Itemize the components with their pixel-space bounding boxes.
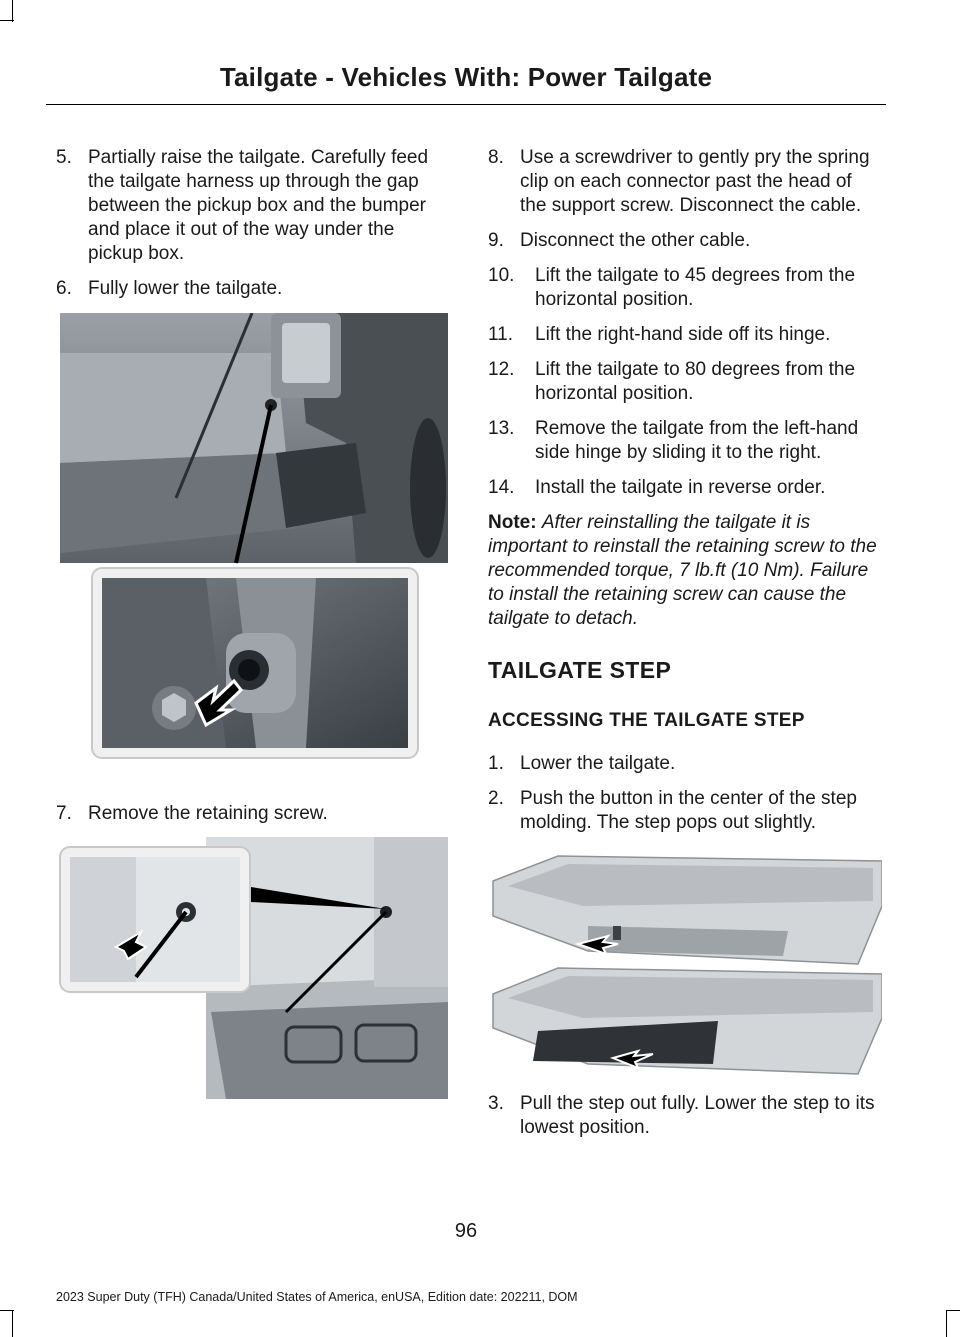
step-14: 14. Install the tailgate in reverse orde… xyxy=(488,476,882,500)
step-text: Lift the right-hand side off its hinge. xyxy=(535,324,831,345)
header-divider xyxy=(46,104,886,105)
tailgate-screw-illustration xyxy=(56,313,448,788)
right-column: 8. Use a screwdriver to gently pry the s… xyxy=(488,146,882,1151)
step-number: 11. xyxy=(488,324,514,345)
step-number: 14. xyxy=(488,477,515,498)
step-3: 3. Pull the step out fully. Lower the st… xyxy=(488,1092,882,1140)
step-text: Push the button in the center of the ste… xyxy=(520,788,857,833)
step-number: 12. xyxy=(488,359,515,380)
step-10: 10. Lift the tailgate to 45 degrees from… xyxy=(488,264,882,312)
step-7: 7. Remove the retaining screw. xyxy=(56,802,448,826)
section-heading: TAILGATE STEP xyxy=(488,657,672,683)
step-number: 5. xyxy=(56,147,72,168)
crop-mark xyxy=(0,1310,14,1311)
step-number: 10. xyxy=(488,265,515,286)
step-8: 8. Use a screwdriver to gently pry the s… xyxy=(488,146,882,218)
step-number: 6. xyxy=(56,278,72,299)
tailgate-step-svg xyxy=(492,855,882,1075)
step-9: 9. Disconnect the other cable. xyxy=(488,229,882,253)
page-title: Tailgate - Vehicles With: Power Tailgate xyxy=(219,62,713,92)
tailgate-cable-svg xyxy=(59,837,448,1099)
step-number: 13. xyxy=(488,418,515,439)
footer: 2023 Super Duty (TFH) Canada/United Stat… xyxy=(56,1290,578,1304)
tailgate-cable-illustration xyxy=(56,837,448,1099)
step-2: 2. Push the button in the center of the … xyxy=(488,787,882,835)
step-text: Remove the retaining screw. xyxy=(88,803,328,824)
step-11: 11. Lift the right-hand side off its hin… xyxy=(488,323,882,347)
step-number: 2. xyxy=(488,788,504,809)
step-number: 1. xyxy=(488,753,504,774)
step-text: Disconnect the other cable. xyxy=(520,230,751,251)
left-column: 5. Partially raise the tailgate. Careful… xyxy=(56,146,448,1099)
crop-mark xyxy=(0,20,14,21)
subsection-heading: ACCESSING THE TAILGATE STEP xyxy=(488,710,805,731)
step-6: 6. Fully lower the tailgate. xyxy=(56,277,448,301)
tailgate-screw-svg xyxy=(60,313,448,759)
step-text: Lift the tailgate to 45 degrees from the… xyxy=(535,265,856,310)
crop-mark xyxy=(946,1310,947,1337)
note: Note: After reinstalling the tailgate it… xyxy=(488,511,882,631)
step-text: Install the tailgate in reverse order. xyxy=(535,477,826,498)
page-number: 96 xyxy=(454,1220,478,1242)
step-12: 12. Lift the tailgate to 80 degrees from… xyxy=(488,358,882,406)
step-text: Lower the tailgate. xyxy=(520,753,676,774)
step-1: 1. Lower the tailgate. xyxy=(488,752,882,776)
note-label: Note: xyxy=(488,512,537,533)
step-number: 9. xyxy=(488,230,504,251)
step-text: Partially raise the tailgate. Carefully … xyxy=(88,147,429,264)
crop-mark xyxy=(12,0,13,22)
step-text: Lift the tailgate to 80 degrees from the… xyxy=(535,359,856,404)
step-text: Use a screwdriver to gently pry the spri… xyxy=(520,147,870,216)
step-number: 8. xyxy=(488,147,504,168)
crop-mark xyxy=(12,1310,13,1337)
crop-mark xyxy=(946,1310,960,1311)
step-13: 13. Remove the tailgate from the left-ha… xyxy=(488,417,882,465)
tailgate-step-illustration xyxy=(488,846,882,1078)
note-text: After reinstalling the tailgate it is im… xyxy=(488,512,877,629)
step-text: Remove the tailgate from the left-hand s… xyxy=(535,418,859,463)
step-number: 7. xyxy=(56,803,72,824)
step-5: 5. Partially raise the tailgate. Careful… xyxy=(56,146,448,266)
step-number: 3. xyxy=(488,1093,504,1114)
step-text: Pull the step out fully. Lower the step … xyxy=(520,1093,875,1138)
step-text: Fully lower the tailgate. xyxy=(88,278,283,299)
